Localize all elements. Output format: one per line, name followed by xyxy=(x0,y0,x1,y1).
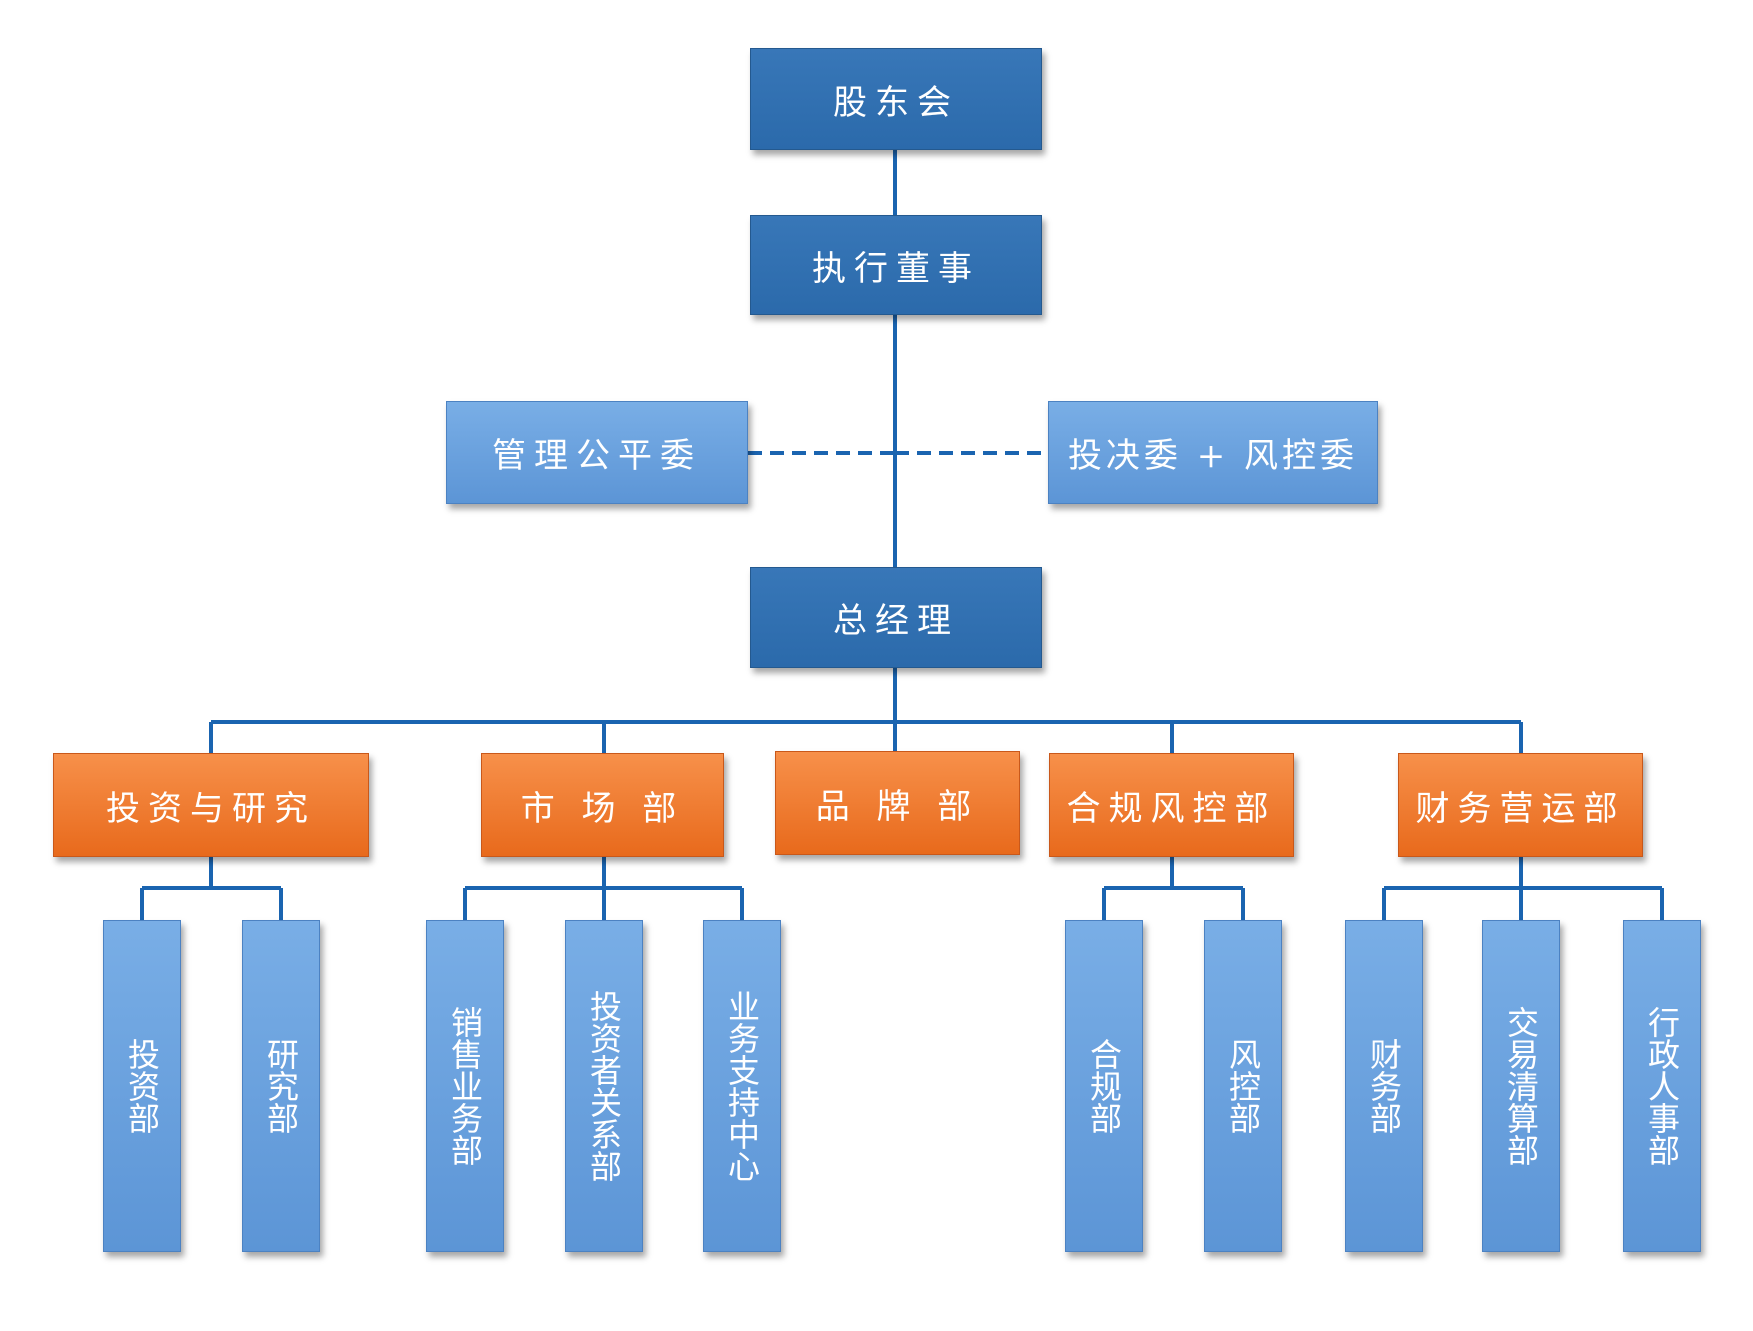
executive-director-node: 执行董事 xyxy=(750,215,1042,315)
sub-investment-dept: 投资部 xyxy=(103,920,181,1252)
department-brand: 品 牌 部 xyxy=(775,751,1020,855)
sub-trade-clearing-dept: 交易清算部 xyxy=(1482,920,1560,1252)
department-finance-operations: 财务营运部 xyxy=(1398,753,1643,857)
shareholders-node: 股东会 xyxy=(750,48,1042,150)
mgmt-fairness-committee-node: 管理公平委 xyxy=(446,401,748,504)
department-compliance-risk: 合规风控部 xyxy=(1049,753,1294,857)
sub-admin-hr-dept: 行政人事部 xyxy=(1623,920,1701,1252)
sub-risk-control-dept: 风控部 xyxy=(1204,920,1282,1252)
sub-finance-dept: 财务部 xyxy=(1345,920,1423,1252)
sub-investor-relations-dept: 投资者关系部 xyxy=(565,920,643,1252)
sub-compliance-dept: 合规部 xyxy=(1065,920,1143,1252)
department-marketing: 市 场 部 xyxy=(481,753,724,857)
investment-risk-committee-node: 投决委 + 风控委 xyxy=(1048,401,1378,504)
general-manager-node: 总经理 xyxy=(750,567,1042,668)
sub-business-support-center: 业务支持中心 xyxy=(703,920,781,1252)
department-investment-research: 投资与研究 xyxy=(53,753,369,857)
sub-research-dept: 研究部 xyxy=(242,920,320,1252)
sub-sales-dept: 销售业务部 xyxy=(426,920,504,1252)
